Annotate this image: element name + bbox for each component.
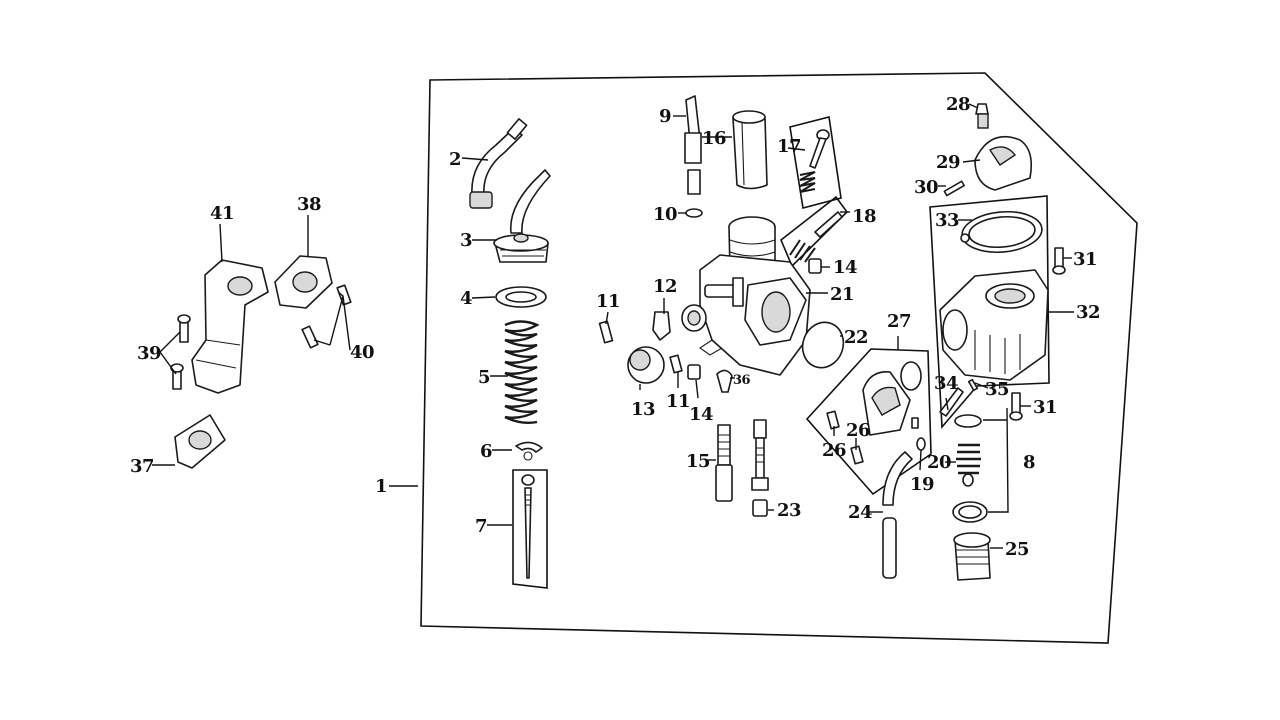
callout-39: 39 xyxy=(137,343,161,364)
callout-7: 7 xyxy=(475,516,487,537)
callout-14b: 14 xyxy=(689,404,713,425)
float-bowl-32 xyxy=(939,269,1049,381)
callout-28: 28 xyxy=(946,94,970,115)
callout-23: 23 xyxy=(777,500,801,521)
callout-10: 10 xyxy=(653,204,677,225)
callout-40: 40 xyxy=(350,342,374,363)
pump-27 xyxy=(862,361,922,436)
callout-16: 16 xyxy=(702,128,726,149)
bolts-40 xyxy=(301,284,352,349)
callout-26a: 26 xyxy=(822,440,846,461)
callout-24: 24 xyxy=(848,502,872,523)
pin-35 xyxy=(967,378,979,392)
callout-4: 4 xyxy=(460,288,472,309)
callout-31a: 31 xyxy=(1073,249,1097,270)
callout-37: 37 xyxy=(130,456,154,477)
clip-10 xyxy=(685,208,703,218)
callout-18: 18 xyxy=(852,206,876,227)
callout-1: 1 xyxy=(375,476,387,497)
clip-36 xyxy=(716,369,733,393)
jet-23 xyxy=(751,419,769,517)
callout-3: 3 xyxy=(460,230,472,251)
leader-lines xyxy=(152,103,1074,549)
callout-19: 19 xyxy=(910,474,934,495)
screws-31 xyxy=(1009,247,1066,421)
callout-35: 35 xyxy=(985,379,1009,400)
callout-25: 25 xyxy=(1005,539,1029,560)
callout-8: 8 xyxy=(1023,452,1035,473)
callout-29: 29 xyxy=(936,152,960,173)
bolts-39 xyxy=(170,314,191,390)
intake-manifold xyxy=(191,259,269,394)
spring-5 xyxy=(504,320,540,425)
screw-17 xyxy=(799,129,830,193)
callout-6: 6 xyxy=(480,441,492,462)
fuel-pipe-2 xyxy=(469,118,528,209)
callout-30: 30 xyxy=(914,177,938,198)
callout-26b: 26 xyxy=(846,420,870,441)
clip-6 xyxy=(515,441,543,461)
callout-36: 36 xyxy=(733,373,751,388)
callout-31b: 31 xyxy=(1033,397,1057,418)
subframe-27 xyxy=(805,348,932,496)
callout-2: 2 xyxy=(449,149,461,170)
callout-11a: 11 xyxy=(596,291,620,312)
screw-18 xyxy=(789,211,843,263)
pin-30 xyxy=(943,180,965,197)
callout-12: 12 xyxy=(653,276,677,297)
callout-11b: 11 xyxy=(666,391,690,412)
screw-11 xyxy=(598,320,683,374)
needle-7 xyxy=(521,474,535,579)
assembly-frame xyxy=(420,72,1138,644)
gasket-38 xyxy=(274,255,333,309)
subframe-18 xyxy=(780,195,849,268)
callout-labels: 1 2 3 4 5 6 7 8 9 10 11 11 12 13 14 14 1… xyxy=(130,94,1101,560)
callout-17: 17 xyxy=(777,136,801,157)
cap-3 xyxy=(493,169,551,263)
gasket-33 xyxy=(960,210,1043,254)
callout-9: 9 xyxy=(659,106,671,127)
plug-28 xyxy=(975,103,989,129)
callout-14a: 14 xyxy=(833,257,857,278)
gasket-37 xyxy=(174,414,226,469)
callout-32: 32 xyxy=(1076,302,1100,323)
screw-34 xyxy=(939,387,964,417)
clip-19 xyxy=(916,437,926,451)
subframe-32 xyxy=(929,195,1050,430)
callout-13: 13 xyxy=(631,399,655,420)
callout-5: 5 xyxy=(478,367,490,388)
carburetor-body-21 xyxy=(681,216,811,376)
washer-4 xyxy=(495,286,547,308)
drain-assembly-8 xyxy=(952,414,988,523)
o-ring-22 xyxy=(801,321,845,369)
cap-13 xyxy=(627,346,665,384)
slide-16 xyxy=(732,110,768,190)
plug-12 xyxy=(652,311,671,341)
callout-38: 38 xyxy=(297,194,321,215)
callout-27: 27 xyxy=(887,311,911,332)
callout-21: 21 xyxy=(830,284,854,305)
subframe-7 xyxy=(512,469,548,589)
callout-41: 41 xyxy=(210,203,234,224)
float-29 xyxy=(974,135,1033,191)
hose-24 xyxy=(882,451,913,579)
screws-26 xyxy=(826,410,864,465)
drain-cap-25 xyxy=(953,532,991,581)
callout-20: 20 xyxy=(927,452,951,473)
nut-14 xyxy=(687,258,822,380)
callout-15: 15 xyxy=(686,451,710,472)
callout-22: 22 xyxy=(844,327,868,348)
callout-33: 33 xyxy=(935,210,959,231)
choke-9 xyxy=(684,95,702,195)
callout-34: 34 xyxy=(934,373,958,394)
subframe-17 xyxy=(789,116,842,209)
jet-15 xyxy=(715,424,733,502)
